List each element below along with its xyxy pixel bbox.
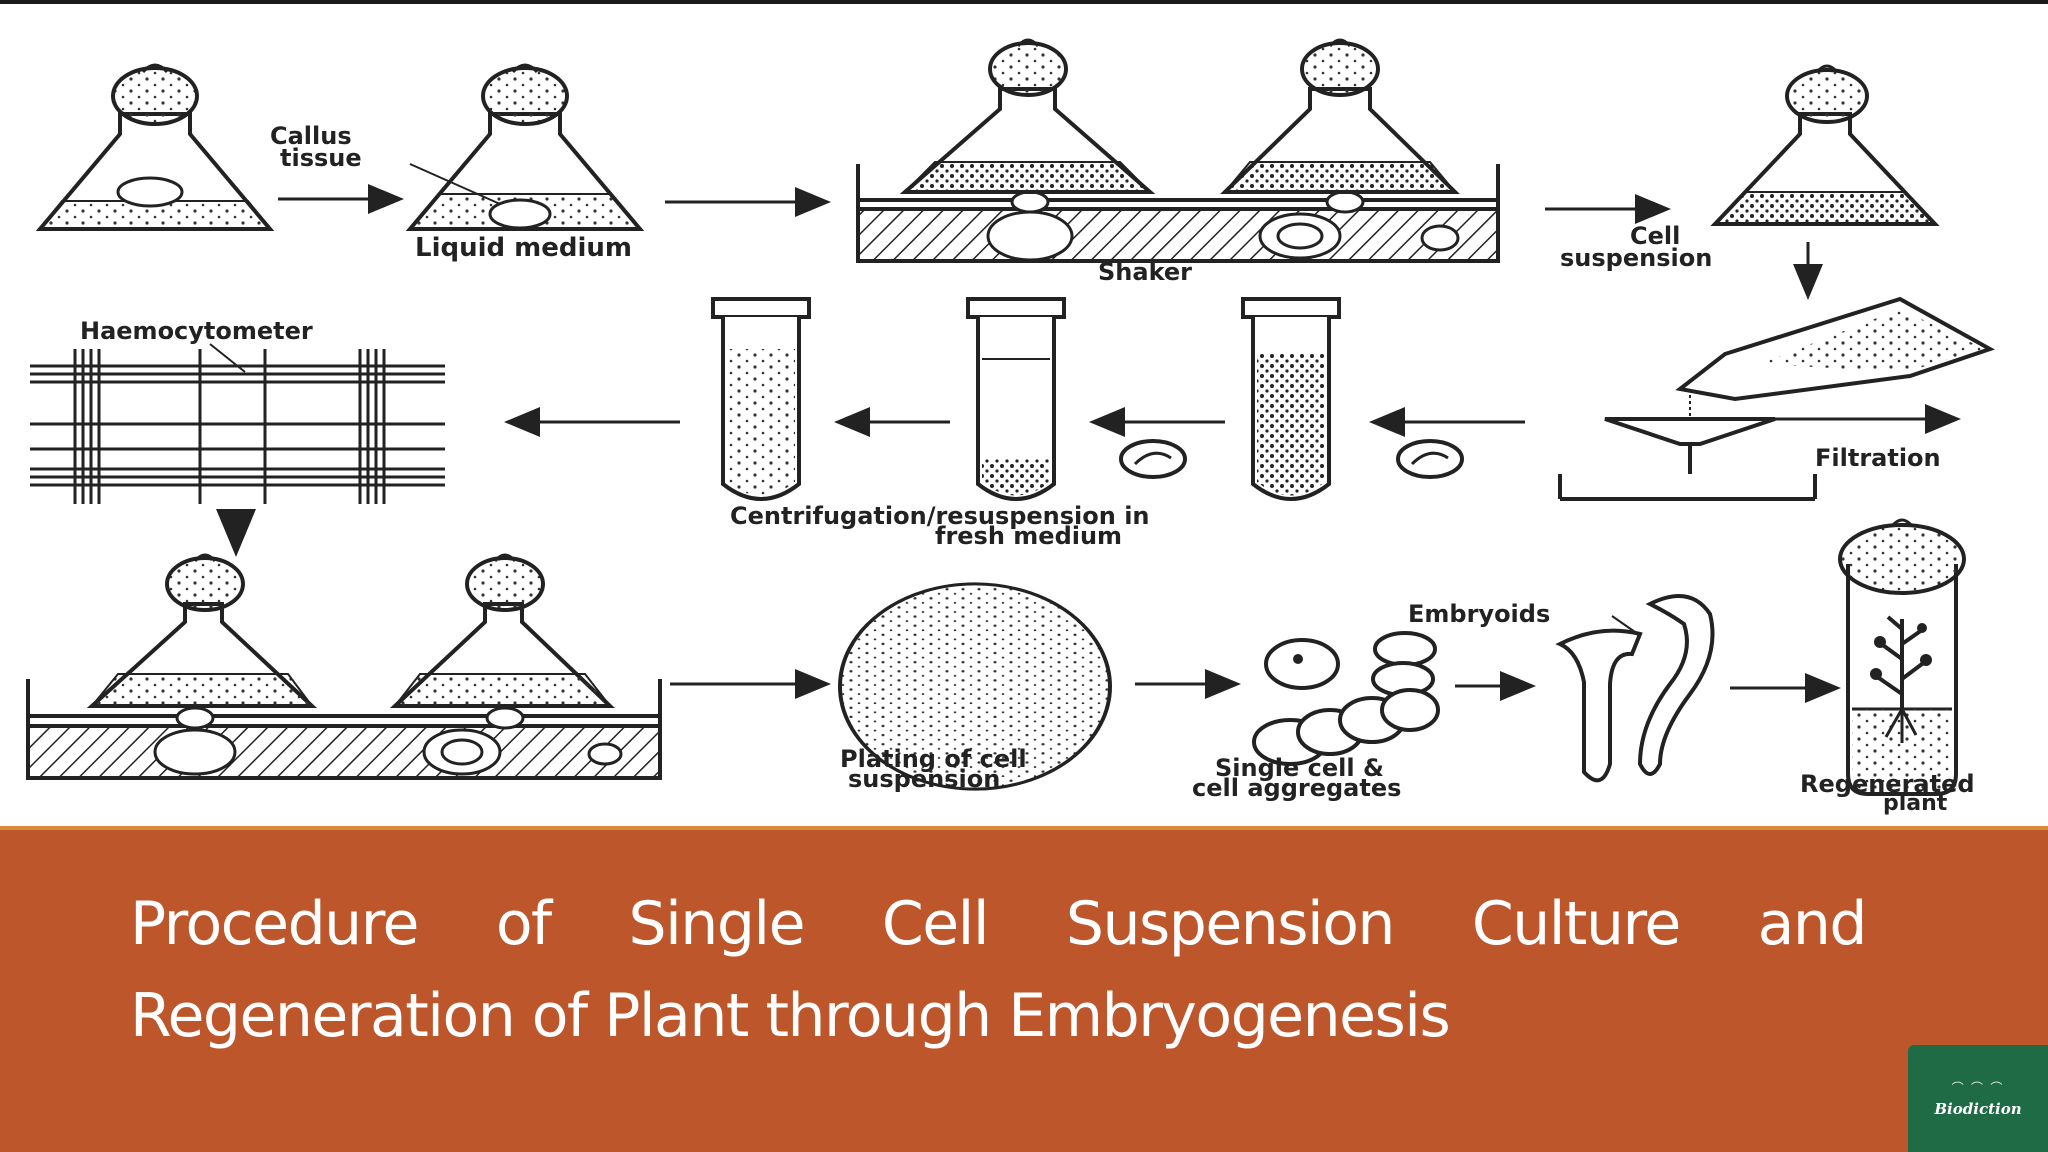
embryoids bbox=[1555, 594, 1715, 783]
flask-callus bbox=[35, 63, 275, 231]
flask-shaker-1 bbox=[899, 38, 1156, 194]
label-liquid-medium: Liquid medium bbox=[415, 233, 632, 263]
test-tube-2 bbox=[966, 297, 1066, 501]
label-suspension: suspension bbox=[1560, 244, 1712, 272]
label-embryoids: Embryoids bbox=[1408, 600, 1550, 628]
label-fresh-medium: fresh medium bbox=[935, 522, 1122, 550]
label-plating: Plating of cell bbox=[840, 745, 1027, 773]
filtration-setup bbox=[1558, 296, 1995, 501]
test-tube-1 bbox=[711, 297, 811, 501]
haemocytometer-grid bbox=[30, 343, 445, 504]
rotor-icon-2 bbox=[1396, 439, 1464, 479]
procedure-diagram: Callus tissue Liquid medium Shaker Cell … bbox=[26, 38, 1995, 816]
label-callus: Callus bbox=[270, 122, 352, 150]
label-cell: Cell bbox=[1630, 222, 1680, 250]
flask-shaker-4 bbox=[389, 553, 615, 708]
label-single-cell: Single cell & bbox=[1215, 754, 1384, 782]
regenerated-plant-tube bbox=[1838, 518, 1966, 796]
caption-band: Procedure of Single Cell Suspension Cult… bbox=[0, 826, 2048, 1152]
flask-liquid-medium bbox=[405, 63, 645, 231]
label-centrifugation: Centrifugation/resuspension in bbox=[730, 502, 1150, 530]
test-tube-3 bbox=[1241, 297, 1341, 501]
label-plant: plant bbox=[1883, 791, 1948, 816]
cell-aggregates bbox=[1252, 631, 1440, 766]
caption-title: Procedure of Single Cell Suspension Cult… bbox=[130, 889, 1868, 1051]
label-filtration: Filtration bbox=[1815, 444, 1941, 472]
shaker-top bbox=[856, 164, 1500, 263]
diagram-panel: Callus tissue Liquid medium Shaker Cell … bbox=[0, 0, 2048, 816]
flask-shaker-3 bbox=[86, 553, 318, 708]
logo-badge: ⌒ ⌒ ⌒ Biodiction bbox=[1908, 1045, 2048, 1152]
birds-icon: ⌒ ⌒ ⌒ bbox=[1951, 1081, 2005, 1095]
label-regenerated: Regenerated bbox=[1800, 770, 1975, 798]
label-plating-suspension: suspension bbox=[848, 765, 1000, 793]
flask-cell-suspension bbox=[1710, 64, 1940, 226]
shaker-bottom bbox=[26, 679, 662, 780]
rotor-icon-1 bbox=[1119, 439, 1187, 479]
petri-plate bbox=[838, 582, 1112, 791]
logo-text: Biodiction bbox=[1934, 1100, 2022, 1118]
label-tissue: tissue bbox=[280, 144, 362, 172]
label-cell-aggregates: cell aggregates bbox=[1192, 774, 1401, 802]
label-shaker: Shaker bbox=[1098, 258, 1192, 286]
flask-shaker-2 bbox=[1220, 38, 1460, 194]
label-haemocytometer: Haemocytometer bbox=[80, 317, 313, 345]
